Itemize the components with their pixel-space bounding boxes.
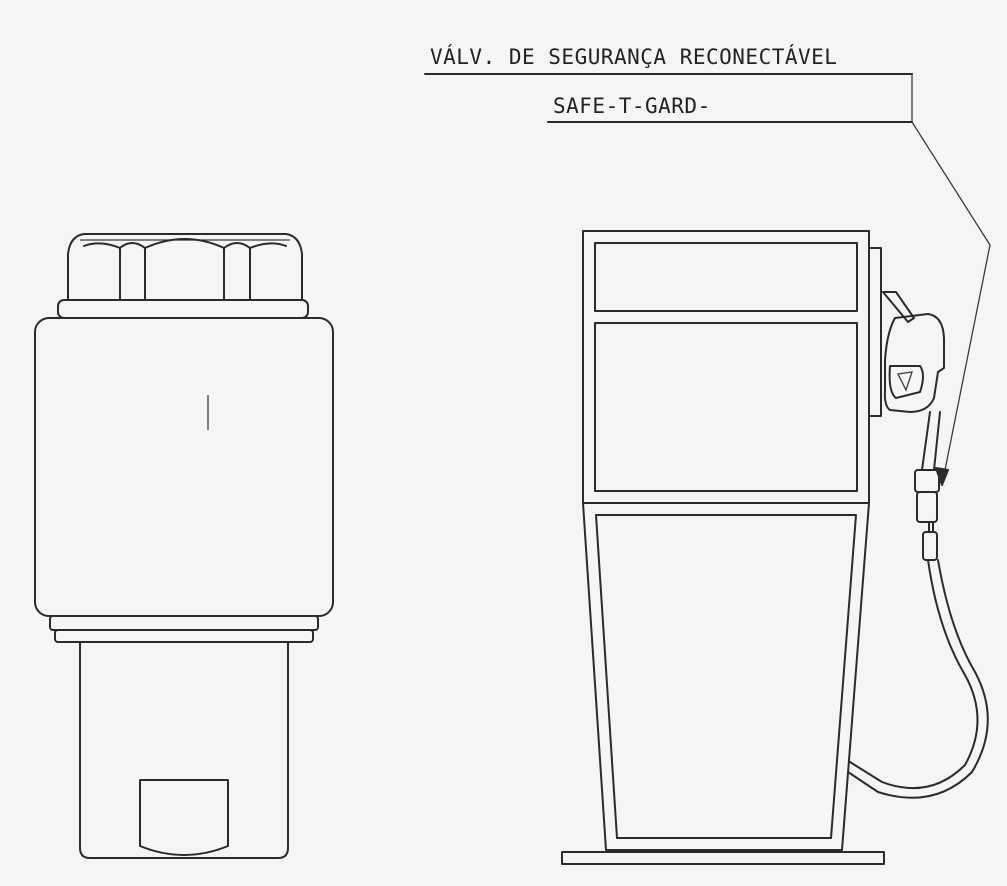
fuel-hose (847, 411, 989, 799)
dispenser-display-window (594, 242, 858, 312)
nozzle-spout (882, 291, 915, 323)
dispenser-base (561, 851, 885, 865)
dispenser-column (582, 502, 870, 851)
dispenser-main-panel (594, 322, 858, 492)
valve-hex-nut (67, 233, 303, 301)
nozzle-trigger (888, 365, 924, 399)
callout-title: VÁLV. DE SEGURANÇA RECONECTÁVEL (430, 45, 838, 69)
dispenser-cabinet (582, 230, 870, 504)
valve-body (34, 317, 334, 617)
fuel-dispenser (561, 230, 989, 865)
valve-flat (139, 779, 229, 856)
valve-ring (49, 615, 319, 631)
breakaway-valve (34, 233, 334, 859)
leader-arrowhead (935, 467, 949, 486)
valve-collar (57, 299, 309, 319)
callout-leader (424, 73, 991, 486)
nozzle-body (883, 313, 945, 413)
callout-brand: SAFE-T-GARD- (553, 94, 711, 118)
valve-nipple (79, 641, 289, 859)
nozzle-holster-plate (868, 247, 882, 417)
fuel-nozzle (882, 291, 945, 413)
leader-line (911, 121, 991, 486)
breakaway-coupling (914, 469, 940, 493)
